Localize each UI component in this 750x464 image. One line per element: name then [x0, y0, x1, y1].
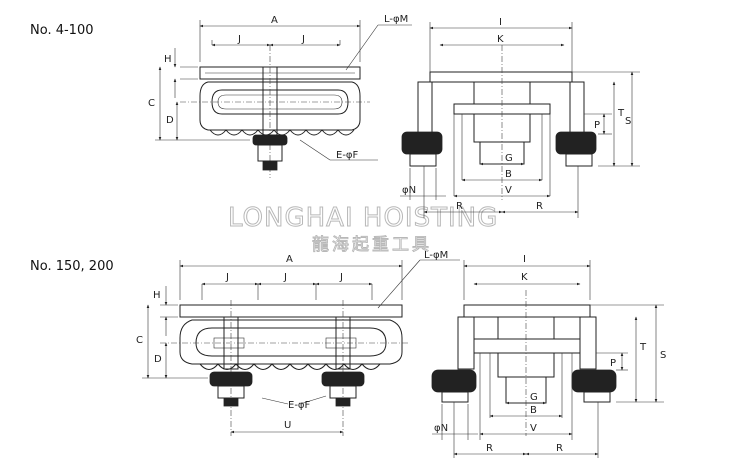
label-B-small: B — [505, 169, 512, 180]
watermark-cjk: 龍海起重工具 — [312, 235, 432, 255]
label-D-large: D — [154, 354, 162, 365]
label-J-small-1: J — [237, 34, 241, 45]
front-view-large: I K G B V R R φN P T — [431, 254, 666, 458]
label-V-small: V — [505, 185, 512, 196]
label-L-phiM-small: L-φM — [384, 14, 408, 25]
label-H-large: H — [153, 290, 161, 301]
front-view-small: I K G B V R R φN P T — [400, 17, 640, 218]
label-V-large: V — [530, 423, 537, 434]
label-G-large: G — [530, 392, 538, 403]
label-R-large-2: R — [556, 443, 563, 454]
label-A-small: A — [271, 15, 278, 26]
label-R-small-1: R — [456, 201, 463, 212]
label-R-small-2: R — [536, 201, 543, 212]
label-P-small: P — [594, 120, 600, 131]
label-S-large: S — [660, 350, 666, 361]
label-J-large-2: J — [283, 272, 287, 283]
label-B-large: B — [530, 405, 537, 416]
label-U-large: U — [284, 420, 291, 431]
label-P-large: P — [610, 358, 616, 369]
label-J-large-3: J — [339, 272, 343, 283]
label-G-small: G — [505, 153, 513, 164]
label-C-large: C — [136, 335, 143, 346]
label-S-small: S — [625, 116, 631, 127]
watermark-latin: LONGHAI HOISTING — [228, 203, 498, 233]
label-J-small-2: J — [301, 34, 305, 45]
label-C-small: C — [148, 98, 155, 109]
label-phiN-large: φN — [434, 423, 448, 434]
label-H-small: H — [164, 54, 172, 65]
label-T-large: T — [639, 342, 647, 353]
side-view-small: A J J H C D L-φM E-φF — [148, 14, 412, 178]
title-no-150-200: No. 150, 200 — [30, 259, 114, 274]
label-J-large-1: J — [225, 272, 229, 283]
title-no-4-100: No. 4-100 — [30, 23, 94, 38]
label-E-phiF-small: E-φF — [336, 150, 359, 161]
label-I-large: I — [523, 254, 526, 265]
label-L-phiM-large: L-φM — [424, 250, 448, 261]
label-K-small: K — [497, 34, 504, 45]
label-I-small: I — [499, 17, 502, 28]
label-R-large-1: R — [486, 443, 493, 454]
label-A-large: A — [286, 254, 293, 265]
side-view-large: A J J J H C D L-φM E-φF U — [136, 250, 460, 436]
label-E-phiF-large: E-φF — [288, 400, 311, 411]
label-phiN-small: φN — [402, 185, 416, 196]
label-D-small: D — [166, 115, 174, 126]
label-K-large: K — [521, 272, 528, 283]
label-T-small: T — [617, 108, 625, 119]
